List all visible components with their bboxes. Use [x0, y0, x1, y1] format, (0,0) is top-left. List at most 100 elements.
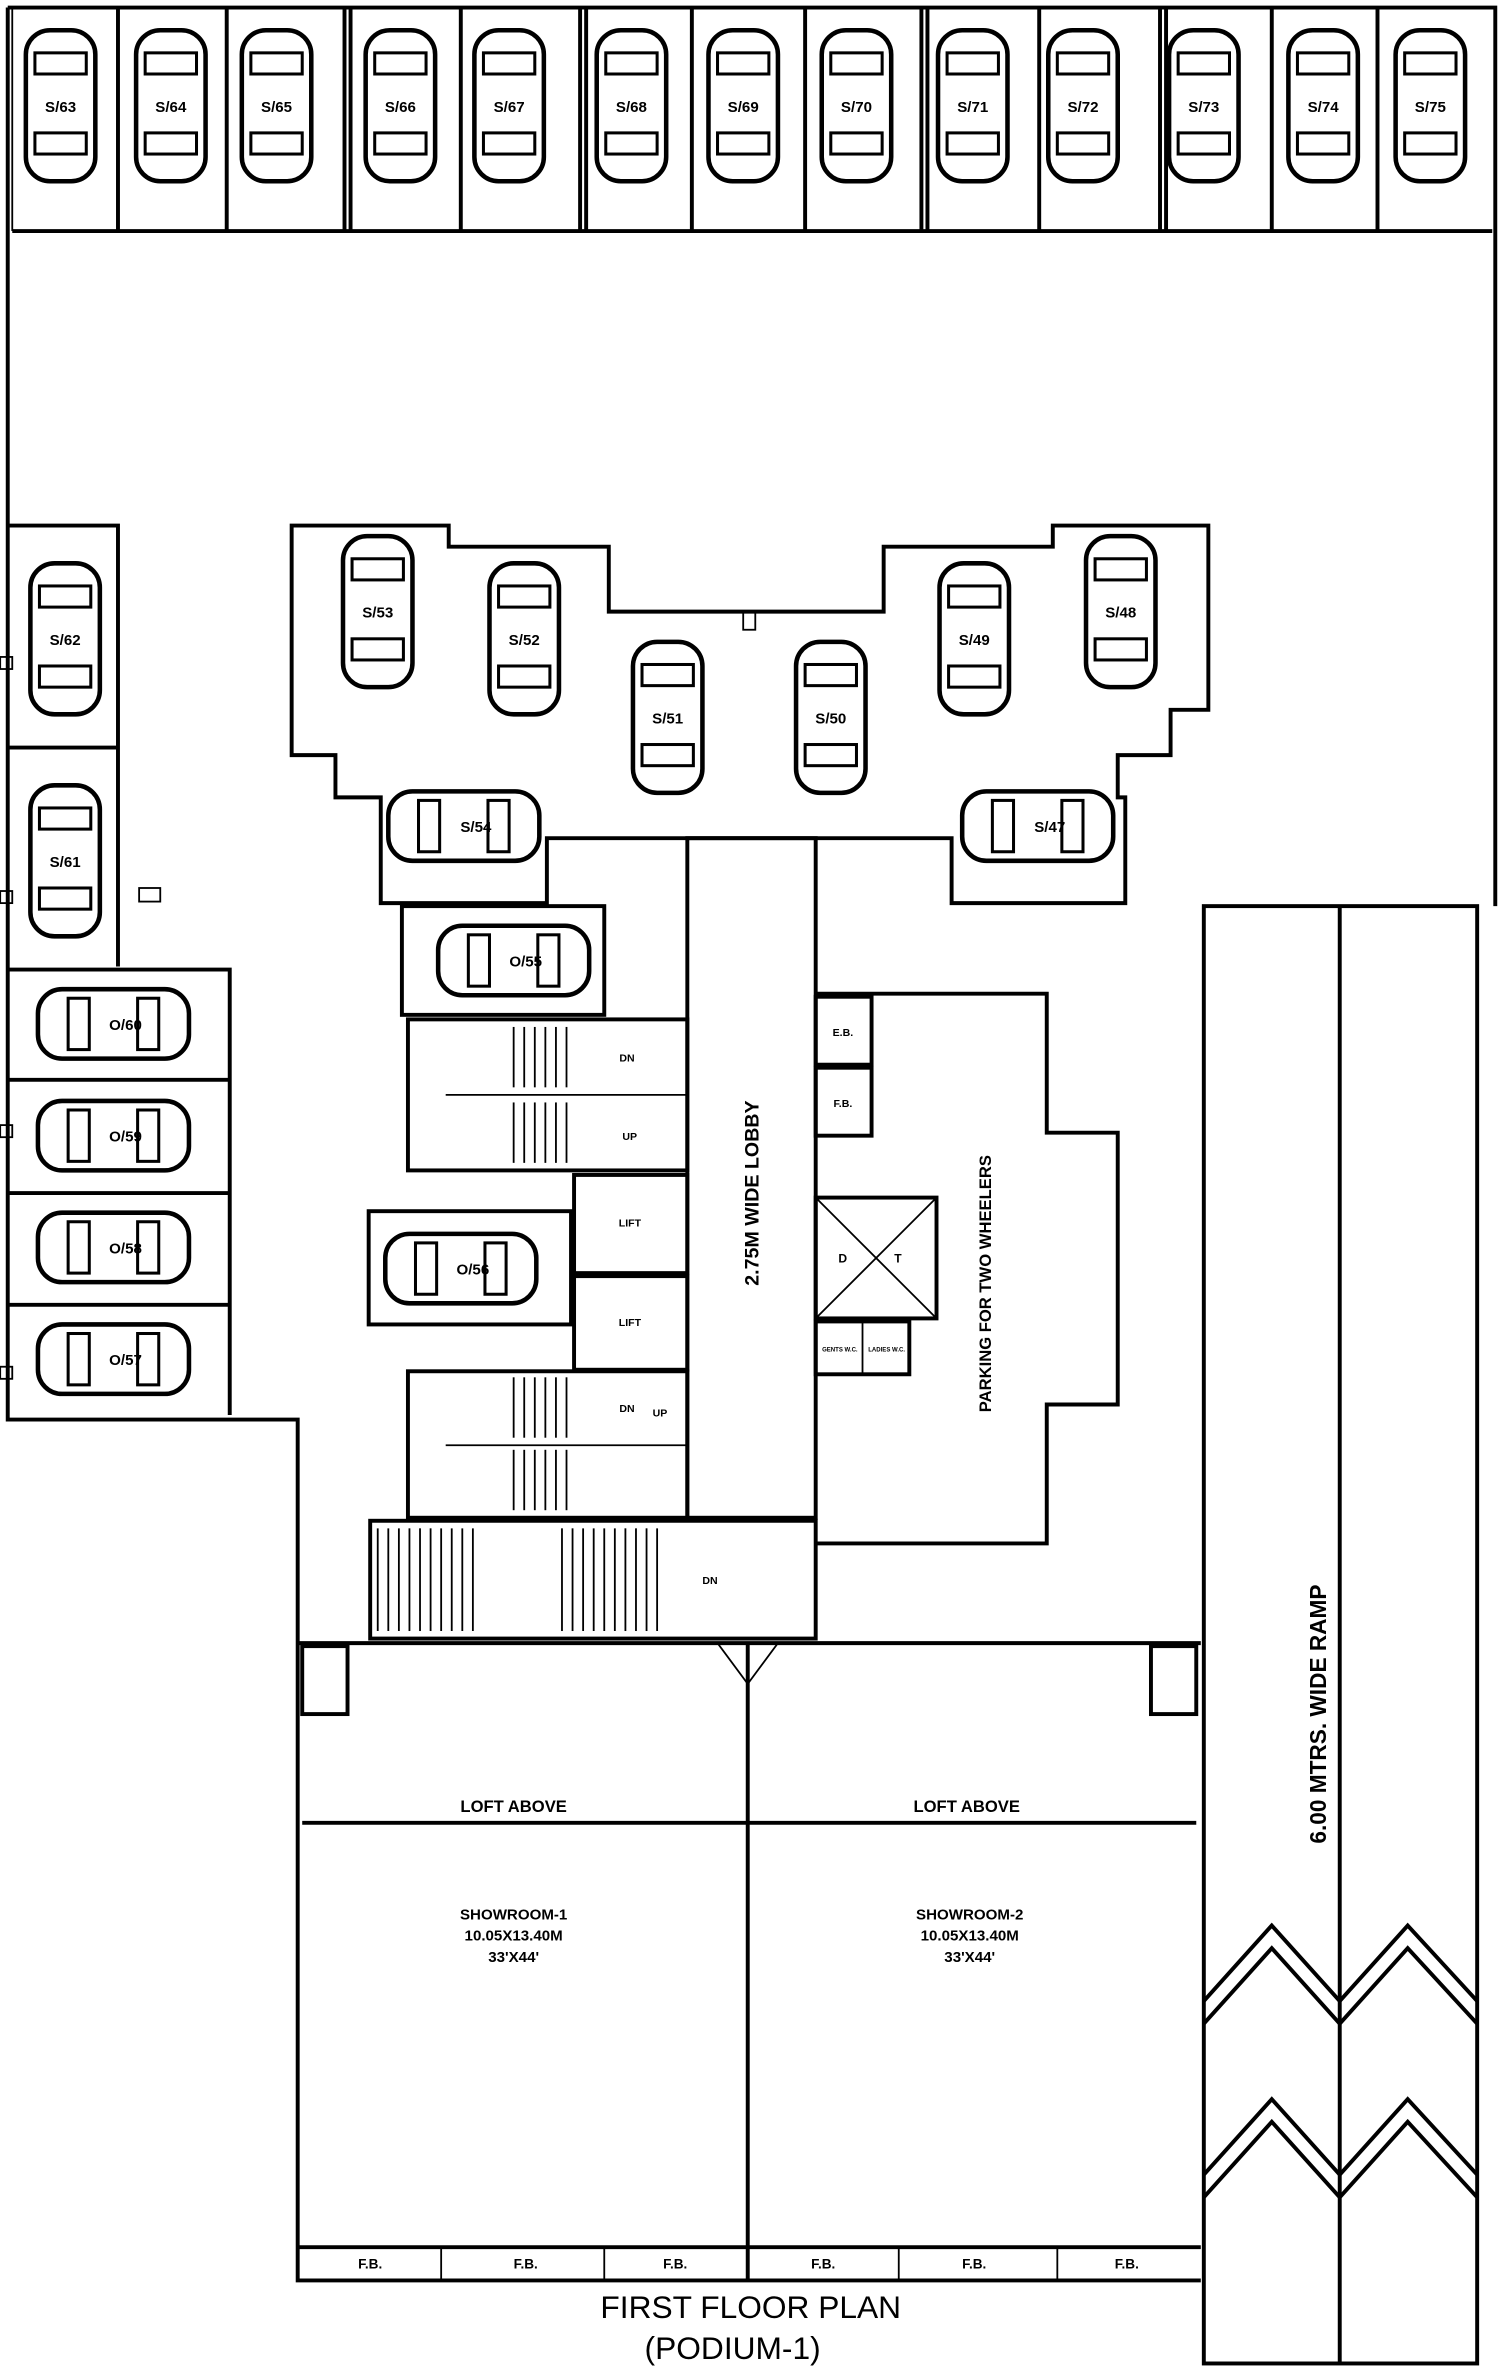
car-icon	[1286, 27, 1361, 184]
car-icon	[793, 639, 868, 796]
parking-spaces: S/63 S/64 S/65 S/66 S/67 S/68 S/69 S/70 S/71 S/72…	[23, 27, 1468, 1397]
showroom-1-size-ft: 33'X44'	[488, 1949, 539, 1966]
eb-label: E.B.	[833, 1027, 854, 1039]
showroom-1-name: SHOWROOM-1	[460, 1906, 567, 1923]
parking-space: S/67	[472, 27, 547, 184]
loft-label: LOFT ABOVE	[460, 1797, 566, 1816]
car-icon	[23, 27, 98, 184]
parking-space-label: O/59	[109, 1129, 142, 1146]
fb-strip-label: F.B.	[514, 2256, 538, 2271]
fb-strip-label: F.B.	[663, 2256, 687, 2271]
showroom-2-size-ft: 33'X44'	[944, 1949, 995, 1966]
parking-space: O/59	[35, 1098, 192, 1173]
duct-t-label: T	[894, 1252, 902, 1266]
parking-space-label: S/62	[50, 632, 81, 649]
car-icon	[487, 561, 562, 717]
parking-space-label: S/53	[362, 605, 393, 622]
car-icon	[363, 27, 438, 184]
car-icon	[706, 27, 781, 184]
parking-space-label: S/74	[1308, 99, 1340, 116]
loft-label: LOFT ABOVE	[914, 1797, 1020, 1816]
fb-strip-label: F.B.	[1115, 2256, 1139, 2271]
parking-space-label: S/69	[728, 99, 759, 116]
car-icon	[819, 27, 894, 184]
car-icon	[386, 789, 542, 864]
gents-wc-label: GENTS W.C.	[822, 1348, 858, 1354]
plan-subtitle: (PODIUM-1)	[645, 2330, 821, 2366]
parking-space-label: S/65	[261, 99, 292, 116]
car-icon	[239, 27, 314, 184]
parking-space: S/70	[819, 27, 894, 184]
car-icon	[435, 923, 592, 998]
parking-space: S/53	[340, 533, 415, 690]
showroom-2-name: SHOWROOM-2	[916, 1906, 1023, 1923]
car-icon	[35, 1098, 192, 1173]
parking-space: S/72	[1046, 27, 1120, 184]
parking-space-label: O/55	[509, 954, 542, 971]
parking-space: S/69	[706, 27, 781, 184]
car-icon	[383, 1231, 539, 1306]
parking-space: S/50	[793, 639, 868, 796]
parking-space-label: S/63	[45, 99, 76, 116]
parking-space: S/47	[959, 789, 1116, 864]
ramp-label: 6.00 MTRS. WIDE RAMP	[1305, 1585, 1331, 1844]
fb-strip-label: F.B.	[358, 2256, 382, 2271]
parking-space-label: S/68	[616, 99, 647, 116]
parking-space: S/49	[937, 561, 1012, 717]
car-icon	[340, 533, 415, 690]
parking-space-label: S/70	[841, 99, 872, 116]
parking-space-label: S/64	[155, 99, 187, 116]
parking-space: S/75	[1393, 27, 1468, 184]
parking-space-label: O/58	[109, 1240, 142, 1257]
parking-space-label: S/72	[1067, 99, 1098, 116]
parking-space: S/65	[239, 27, 314, 184]
car-icon	[937, 561, 1012, 717]
stair-dn-label: DN	[619, 1403, 634, 1415]
car-icon	[35, 986, 192, 1061]
parking-space: S/68	[594, 27, 669, 184]
fb-strip-label: F.B.	[962, 2256, 986, 2271]
stair-dn-label: DN	[702, 1575, 717, 1587]
parking-space: S/71	[935, 27, 1010, 184]
parking-space-label: S/52	[509, 632, 540, 649]
car-icon	[935, 27, 1010, 184]
car-icon	[1393, 27, 1468, 184]
lift-label: LIFT	[619, 1317, 642, 1329]
parking-space-label: S/75	[1415, 99, 1446, 116]
parking-space-label: S/50	[815, 710, 846, 727]
car-icon	[28, 561, 103, 717]
car-icon	[1166, 27, 1241, 184]
two-wheeler-parking-label: PARKING FOR TWO WHEELERS	[976, 1155, 995, 1412]
walls	[0, 5, 1498, 2366]
plan-title: FIRST FLOOR PLAN	[600, 2289, 901, 2325]
car-icon	[959, 789, 1116, 864]
parking-space: S/52	[487, 561, 562, 717]
car-icon	[594, 27, 669, 184]
parking-space: O/56	[383, 1231, 539, 1306]
parking-space: O/58	[35, 1210, 192, 1285]
parking-space-label: S/61	[50, 854, 81, 871]
parking-space-label: S/49	[959, 632, 990, 649]
parking-space: S/62	[28, 561, 103, 717]
parking-space-label: O/57	[109, 1352, 142, 1369]
stair-up-label: UP	[622, 1131, 637, 1143]
car-icon	[630, 639, 705, 796]
parking-space: S/63	[23, 27, 98, 184]
parking-space-label: S/66	[385, 99, 416, 116]
parking-space-label: O/56	[457, 1262, 490, 1279]
parking-space: S/48	[1083, 533, 1158, 690]
parking-space: S/74	[1286, 27, 1361, 184]
car-icon	[1083, 533, 1158, 690]
stair-up-label: UP	[653, 1408, 668, 1420]
parking-space: O/57	[35, 1322, 192, 1397]
car-icon	[35, 1322, 192, 1397]
car-icon	[472, 27, 547, 184]
parking-space: O/60	[35, 986, 192, 1061]
car-icon	[35, 1210, 192, 1285]
parking-space-label: S/48	[1105, 605, 1136, 622]
parking-space-label: O/60	[109, 1017, 142, 1034]
parking-space: S/54	[386, 789, 542, 864]
parking-space: S/66	[363, 27, 438, 184]
parking-space-label: S/47	[1034, 819, 1065, 836]
